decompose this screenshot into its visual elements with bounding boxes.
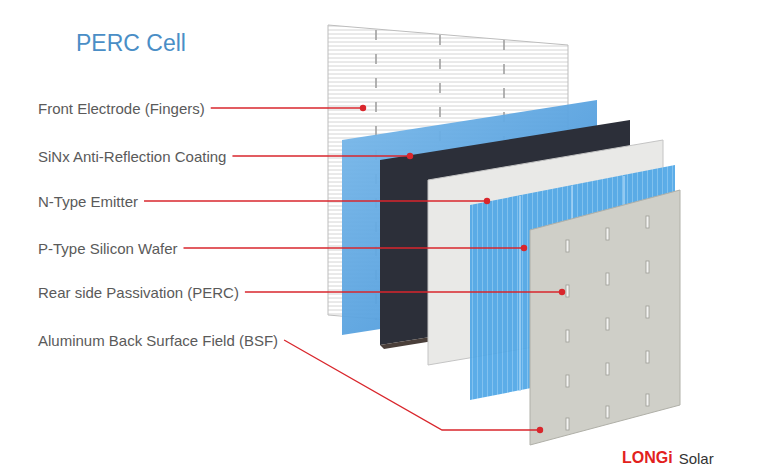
layer-label: P-Type Silicon Wafer (38, 240, 178, 257)
leader-line (211, 107, 363, 108)
layer-label: Aluminum Back Surface Field (BSF) (38, 332, 278, 349)
aluminum-layer (530, 190, 680, 445)
layer-label: N-Type Emitter (38, 193, 138, 210)
leader-line (144, 200, 487, 201)
leader-dot (360, 105, 366, 111)
leader-line (184, 247, 525, 248)
leader-line (232, 155, 410, 156)
diagram-title: PERC Cell (76, 30, 186, 57)
leader-dot (521, 245, 527, 251)
layer-label: Rear side Passivation (PERC) (38, 284, 239, 301)
logo-text: LONGi (622, 449, 673, 467)
leader-dot (484, 198, 490, 204)
layer-label: Front Electrode (Fingers) (38, 100, 205, 117)
leader-dot (537, 427, 543, 433)
layer-label: SiNx Anti-Reflection Coating (38, 148, 226, 165)
aluminum-slots (566, 216, 649, 430)
leader-line (245, 291, 562, 292)
leader-dot (407, 153, 413, 159)
logo-text: Solar (679, 450, 714, 467)
leader-dot (559, 289, 565, 295)
leader-line (284, 340, 540, 430)
